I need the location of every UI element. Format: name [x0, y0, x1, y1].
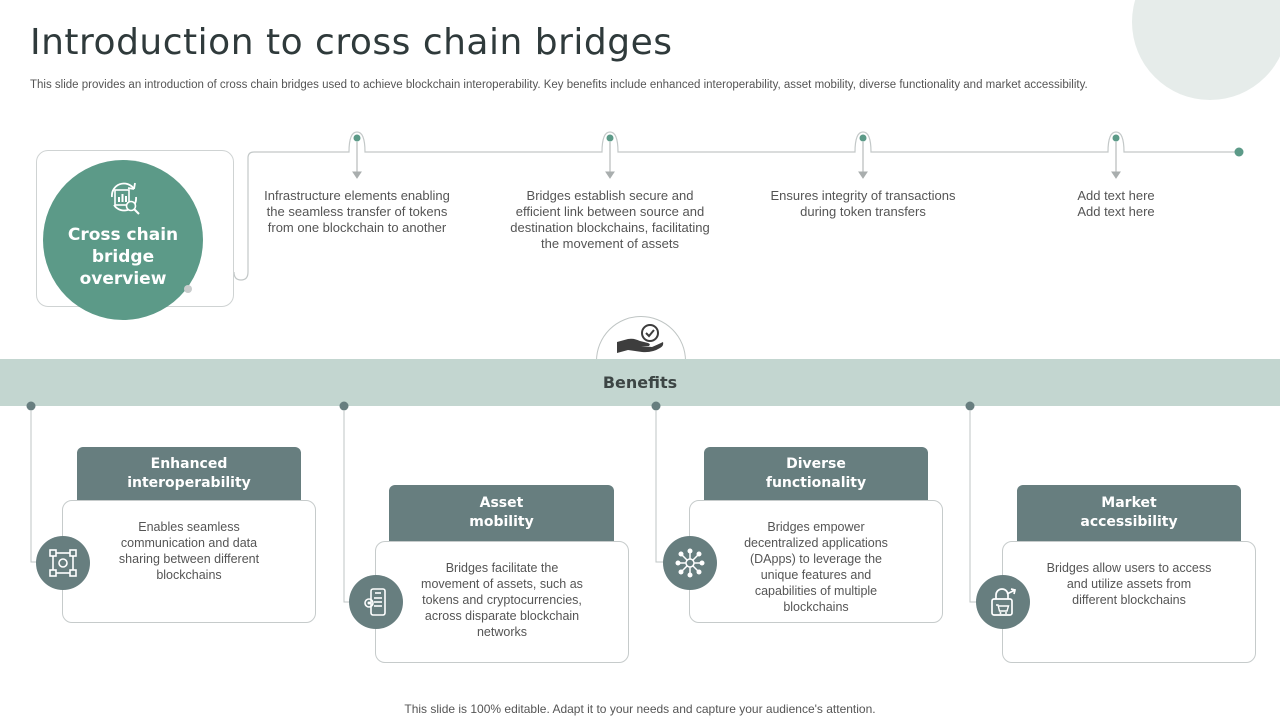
benefit-card-1-icon-wrap — [36, 536, 90, 590]
benefits-band — [0, 359, 1280, 406]
benefit-connectors — [26, 401, 978, 603]
lock-cart-icon — [991, 588, 1017, 616]
analytics-search-icon — [111, 182, 140, 215]
benefit-card-4-title: Market accessibility — [1017, 485, 1241, 550]
overview-dot — [184, 285, 192, 293]
timeline-text-3: Ensures integrity of transactions during… — [770, 188, 956, 219]
benefit-card-3-text: Bridges empower decentralized applicatio… — [689, 500, 943, 623]
timeline-end-dot — [1234, 147, 1244, 157]
timeline-text-4: Add text here Add text here — [1077, 188, 1155, 219]
network-frame-icon — [49, 549, 77, 577]
footer-note: This slide is 100% editable. Adapt it to… — [404, 702, 876, 716]
overview-label: Cross chain bridge overview — [67, 225, 179, 289]
benefit-card-3-title: Diverse functionality — [704, 447, 928, 510]
mobile-gear-icon — [364, 588, 386, 616]
page-subtitle: This slide provides an introduction of c… — [30, 79, 1088, 91]
hand-badge-icon — [617, 324, 664, 353]
benefit-card-4-text: Bridges allow users to access and utiliz… — [1002, 541, 1256, 663]
page-title: Introduction to cross chain bridges — [30, 22, 673, 63]
benefit-card-1-text: Enables seamless communication and data … — [62, 500, 316, 623]
benefits-label: Benefits — [602, 373, 678, 392]
timeline-text-1: Infrastructure elements enabling the sea… — [264, 188, 450, 235]
overview-circle: Cross chain bridge overview — [43, 160, 203, 320]
benefit-card-4-icon-wrap — [976, 575, 1030, 629]
timeline-text-2: Bridges establish secure and efficient l… — [510, 188, 710, 251]
benefit-card-2-text: Bridges facilitate the movement of asset… — [375, 541, 629, 663]
benefit-card-3-icon-wrap — [663, 536, 717, 590]
benefit-card-2-title: Asset mobility — [389, 485, 614, 550]
hub-network-icon — [675, 548, 705, 578]
timeline-connector — [233, 131, 1244, 281]
benefit-card-1-title: Enhanced interoperability — [77, 447, 301, 510]
benefit-card-2-icon-wrap — [349, 575, 403, 629]
